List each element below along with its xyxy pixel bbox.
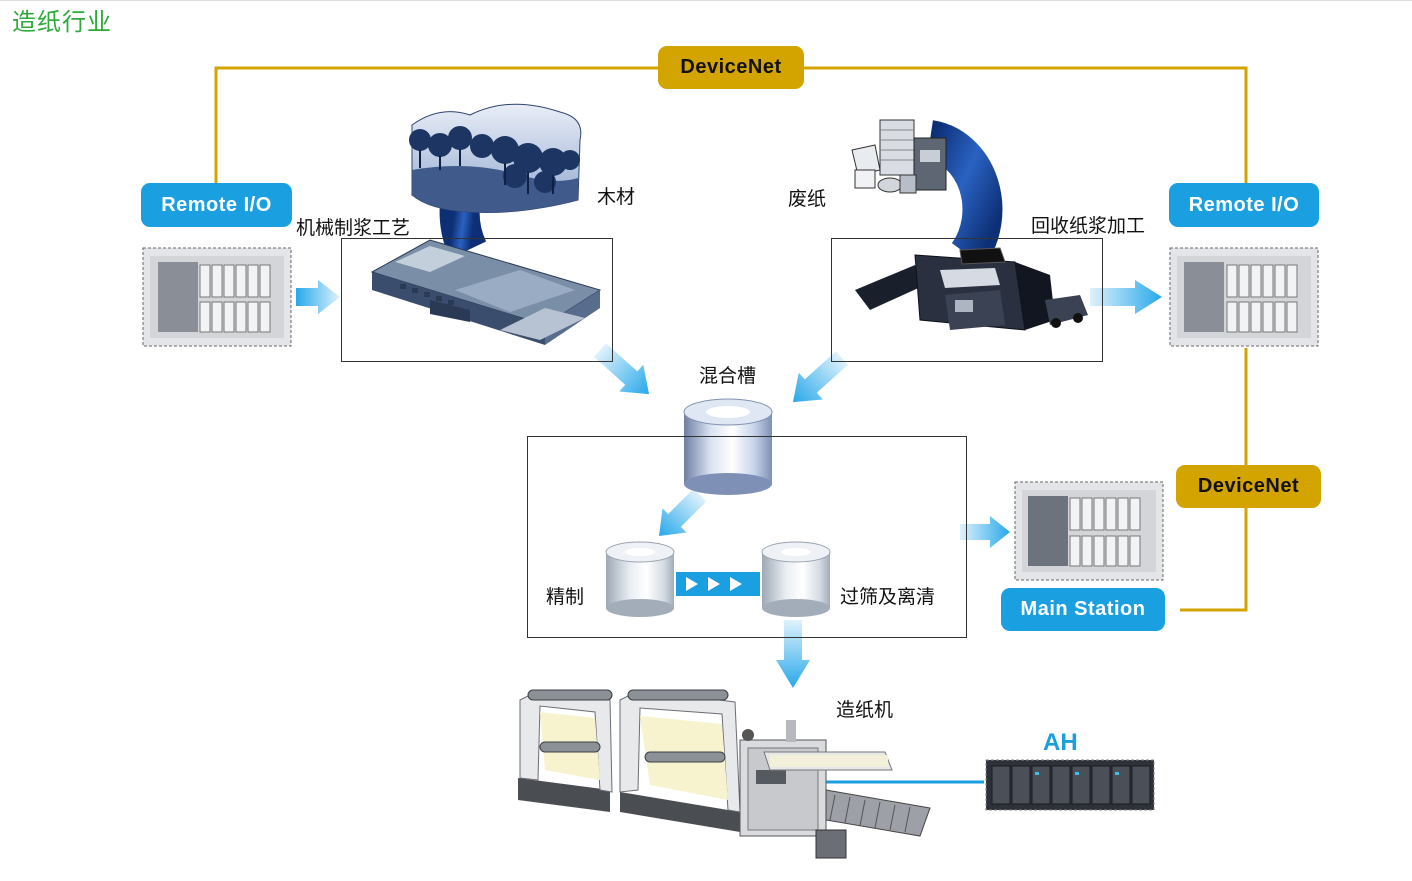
waste-paper-illustration <box>851 119 947 194</box>
devicenet-right-badge: DeviceNet <box>1176 465 1321 508</box>
arrow-to-main-station <box>960 516 1010 548</box>
remote-io-right-cabinet <box>1169 247 1319 347</box>
label-recycled-pulp: 回收纸浆加工 <box>1031 215 1146 237</box>
main-station-badge: Main Station <box>1001 588 1165 631</box>
label-wood: 木材 <box>597 186 636 208</box>
arrow-plant-to-mixing-tank <box>792 351 849 403</box>
mechanical-pulping-box <box>341 238 613 362</box>
forest-illustration <box>409 103 582 213</box>
label-mixing-tank: 混合槽 <box>699 365 757 387</box>
recycling-plant-illustration <box>855 247 1088 331</box>
arrow-to-remote-io-left <box>296 280 340 314</box>
waste-paper-arc <box>926 120 1003 267</box>
ah-controller-rack <box>985 759 1155 811</box>
arrow-factory-to-mixing-tank <box>593 343 650 395</box>
paper-machine-illustration <box>518 689 931 859</box>
label-mechanical-pulping: 机械制浆工艺 <box>296 217 411 239</box>
factory-illustration <box>370 239 602 345</box>
ah-label: AH <box>1043 729 1078 756</box>
top-divider <box>0 0 1412 1</box>
remote-io-left-cabinet <box>142 247 292 347</box>
refining-screening-box <box>527 436 967 638</box>
arrow-refining-to-screening <box>676 572 760 596</box>
label-refining: 精制 <box>546 586 585 608</box>
recycled-pulp-box <box>831 238 1103 362</box>
arrow-mixing-tank-to-refining <box>658 488 707 537</box>
screening-cylinder <box>761 541 831 617</box>
label-paper-machine: 造纸机 <box>836 699 894 721</box>
devicenet-top-badge: DeviceNet <box>658 46 804 89</box>
page-title: 造纸行业 <box>12 8 112 36</box>
refining-cylinder <box>605 541 675 617</box>
remote-io-right-badge: Remote I/O <box>1169 183 1319 227</box>
mixing-tank-cylinder <box>683 398 773 495</box>
arrow-to-remote-io-right <box>1090 280 1162 314</box>
main-station-cabinet <box>1014 481 1164 581</box>
label-waste-paper: 废纸 <box>788 188 827 210</box>
remote-io-left-badge: Remote I/O <box>141 183 292 227</box>
label-screening: 过筛及离清 <box>840 586 936 608</box>
